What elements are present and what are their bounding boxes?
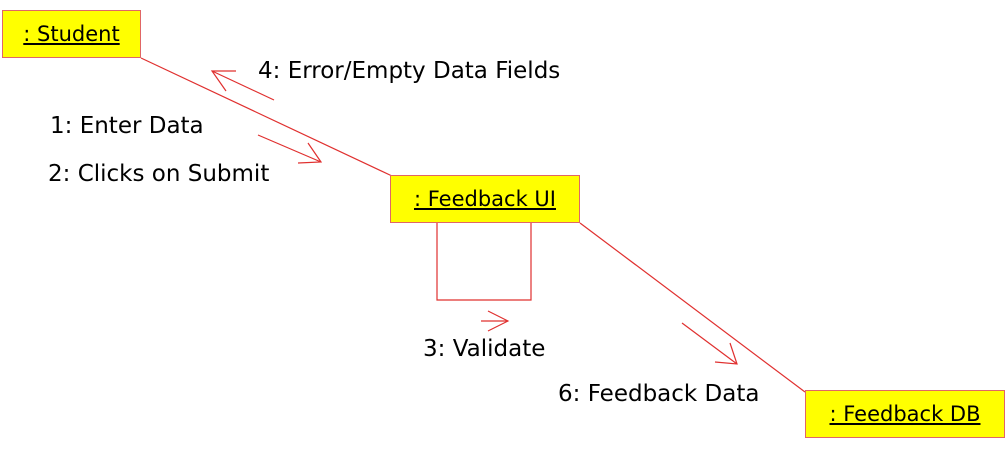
link-ui-db [579, 222, 806, 393]
arrow-error [210, 70, 275, 101]
object-student[interactable]: : Student [2, 10, 141, 58]
arrow-enter-data [257, 134, 323, 164]
self-link-ui [436, 223, 532, 301]
arrow-validate [481, 310, 510, 332]
object-feedback-ui[interactable]: : Feedback UI [390, 175, 580, 223]
message-clicks-submit: 2: Clicks on Submit [48, 161, 270, 187]
arrow-feedback-data [681, 322, 738, 365]
message-enter-data: 1: Enter Data [50, 113, 204, 139]
link-student-ui [140, 57, 393, 177]
message-feedback-data: 6: Feedback Data [558, 381, 760, 407]
message-error-empty-fields: 4: Error/Empty Data Fields [258, 58, 561, 84]
message-validate: 3: Validate [423, 336, 546, 362]
object-feedback-db[interactable]: : Feedback DB [805, 390, 1005, 438]
